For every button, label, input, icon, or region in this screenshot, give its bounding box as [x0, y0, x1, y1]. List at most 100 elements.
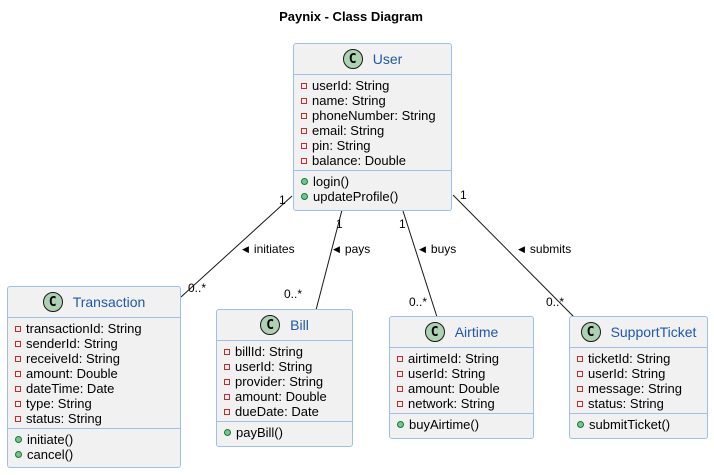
private-visibility-icon: [15, 370, 21, 377]
association-line-pays: [315, 209, 343, 311]
attribute-row: dateTime: Date: [8, 381, 180, 396]
attribute-text: transactionId: String: [26, 321, 142, 336]
direction-arrow-icon: ◀: [242, 243, 249, 254]
attribute-row: userId: String: [570, 366, 707, 381]
multiplicity-pays-target: 0..*: [284, 287, 303, 301]
private-visibility-icon: [301, 97, 307, 104]
attribute-text: email: String: [312, 123, 385, 138]
methods-section: login() updateProfile(): [294, 171, 451, 206]
attribute-text: balance: Double: [312, 153, 406, 168]
public-visibility-icon: [397, 421, 404, 428]
class-header: C Airtime: [390, 317, 533, 348]
private-visibility-icon: [301, 142, 307, 149]
method-row: initiate(): [8, 432, 180, 447]
attribute-text: pin: String: [312, 138, 371, 153]
private-visibility-icon: [224, 378, 230, 385]
association-label-pays: ◀ pays: [333, 242, 370, 256]
method-text: initiate(): [27, 432, 74, 447]
method-text: buyAirtime(): [409, 417, 480, 432]
method-row: updateProfile(): [294, 189, 451, 204]
attribute-row: airtimeId: String: [390, 351, 533, 366]
attribute-row: receiveId: String: [8, 351, 180, 366]
class-transaction[interactable]: C Transaction transactionId: String send…: [7, 286, 181, 468]
public-visibility-icon: [301, 178, 308, 185]
attribute-text: senderId: String: [26, 336, 118, 351]
attribute-row: email: String: [294, 123, 451, 138]
multiplicity-initiates-target: 0..*: [188, 281, 207, 295]
attribute-row: senderId: String: [8, 336, 180, 351]
attribute-text: airtimeId: String: [408, 351, 500, 366]
attribute-row: status: String: [8, 411, 180, 426]
multiplicity-pays-source: 1: [336, 217, 343, 231]
private-visibility-icon: [301, 157, 307, 164]
method-text: payBill(): [236, 425, 283, 440]
methods-section: buyAirtime(): [390, 414, 533, 434]
private-visibility-icon: [15, 400, 21, 407]
attribute-row: userId: String: [390, 366, 533, 381]
private-visibility-icon: [397, 400, 403, 407]
attribute-text: ticketId: String: [588, 351, 671, 366]
class-name: Bill: [290, 317, 309, 333]
multiplicity-initiates-source: 1: [279, 193, 286, 207]
attribute-row: userId: String: [217, 359, 352, 374]
attribute-row: amount: Double: [390, 381, 533, 396]
attribute-text: userId: String: [408, 366, 486, 381]
class-user[interactable]: C User userId: String name: String phone…: [293, 43, 452, 211]
attribute-row: provider: String: [217, 374, 352, 389]
direction-arrow-icon: ◀: [333, 243, 340, 254]
private-visibility-icon: [577, 355, 583, 362]
association-label-text: buys: [430, 242, 457, 256]
diagram-title: Paynix - Class Diagram: [279, 9, 423, 24]
method-row: payBill(): [217, 425, 352, 440]
attribute-text: provider: String: [235, 374, 324, 389]
association-label-text: pays: [344, 242, 371, 256]
method-row: buyAirtime(): [390, 417, 533, 432]
class-airtime[interactable]: C Airtime airtimeId: String userId: Stri…: [389, 316, 534, 439]
attribute-text: status: String: [588, 396, 664, 411]
class-bill[interactable]: C Bill billId: String userId: String pro…: [216, 309, 353, 447]
association-line-submits: [452, 194, 575, 318]
attributes-section: userId: String name: String phoneNumber:…: [294, 75, 451, 171]
public-visibility-icon: [15, 436, 22, 443]
class-support-ticket[interactable]: C SupportTicket ticketId: String userId:…: [569, 316, 708, 439]
attribute-text: name: String: [312, 93, 386, 108]
attribute-text: phoneNumber: String: [312, 108, 436, 123]
attribute-row: ticketId: String: [570, 351, 707, 366]
class-name: Airtime: [454, 324, 499, 340]
attribute-row: dueDate: Date: [217, 404, 352, 419]
association-label-text: initiates: [253, 242, 295, 256]
direction-arrow-icon: ◀: [518, 243, 525, 254]
attribute-text: amount: Double: [408, 381, 500, 396]
attributes-section: ticketId: String userId: String message:…: [570, 348, 707, 414]
attributes-section: transactionId: String senderId: String r…: [8, 318, 180, 429]
multiplicity-submits-source: 1: [460, 188, 467, 202]
class-header: C Bill: [217, 310, 352, 341]
methods-section: payBill(): [217, 422, 352, 442]
attribute-row: message: String: [570, 381, 707, 396]
class-c-icon: C: [342, 49, 363, 69]
attribute-row: phoneNumber: String: [294, 108, 451, 123]
class-c-icon: C: [42, 292, 63, 312]
attribute-text: amount: Double: [235, 389, 327, 404]
attribute-row: transactionId: String: [8, 321, 180, 336]
class-header: C SupportTicket: [570, 317, 707, 348]
private-visibility-icon: [15, 325, 21, 332]
attribute-row: network: String: [390, 396, 533, 411]
public-visibility-icon: [224, 429, 231, 436]
private-visibility-icon: [301, 82, 307, 89]
association-line-buys: [402, 210, 438, 318]
private-visibility-icon: [397, 385, 403, 392]
association-label-initiates: ◀ initiates: [242, 242, 295, 256]
class-header: C Transaction: [8, 287, 180, 318]
class-c-icon: C: [580, 322, 601, 342]
multiplicity-submits-target: 0..*: [546, 295, 565, 309]
method-text: cancel(): [27, 447, 74, 462]
class-c-icon: C: [424, 322, 445, 342]
attribute-text: message: String: [588, 381, 682, 396]
attribute-text: billId: String: [235, 344, 303, 359]
private-visibility-icon: [397, 355, 403, 362]
direction-arrow-icon: ◀: [419, 243, 426, 254]
class-name: Transaction: [72, 294, 146, 310]
private-visibility-icon: [15, 385, 21, 392]
